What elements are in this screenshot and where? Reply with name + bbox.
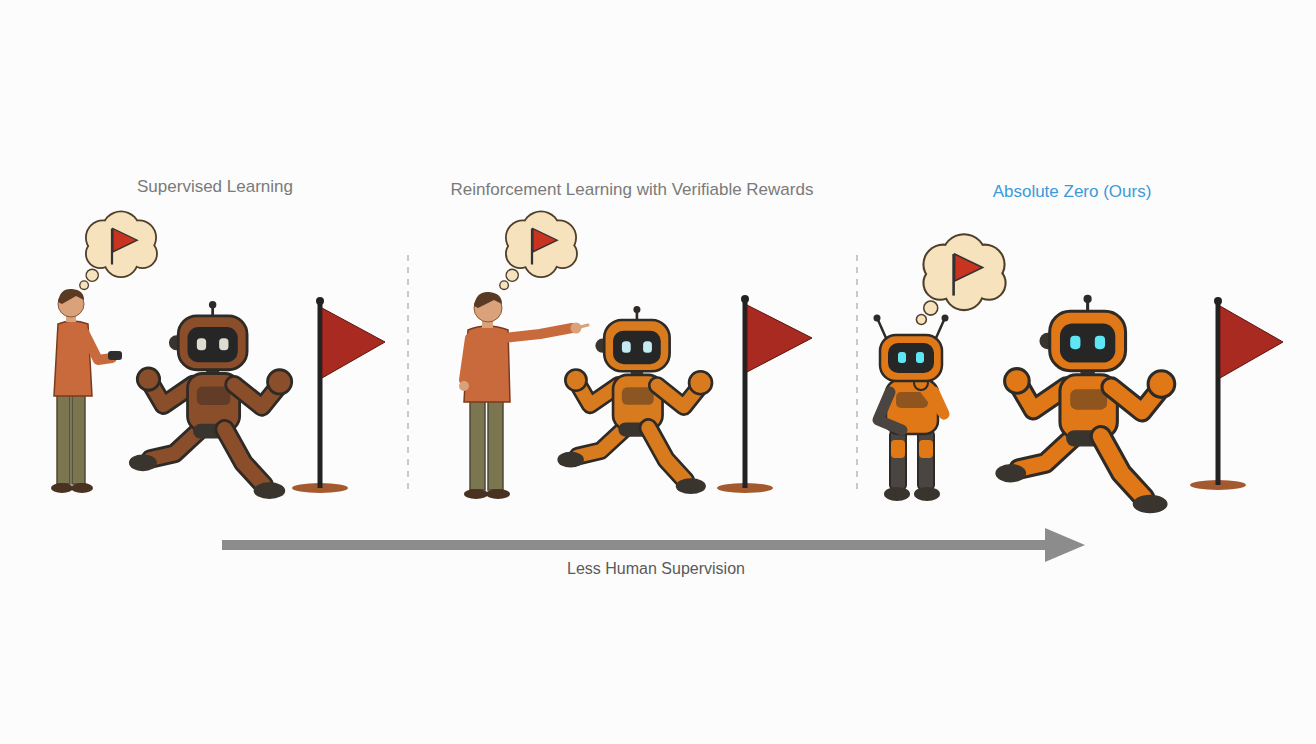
supervision-arrow [222, 528, 1085, 562]
thought-bubble [79, 211, 158, 291]
human-operator [51, 289, 122, 493]
thinking-robot [874, 315, 949, 502]
goal-flag [1190, 297, 1283, 490]
orange-robot [557, 306, 712, 494]
rusty-robot [129, 301, 292, 499]
thought-bubble [499, 211, 578, 291]
panel-heading: Absolute Zero (Ours) [993, 182, 1152, 202]
panel-heading: Reinforcement Learning with Verifiable R… [451, 180, 814, 200]
divider [407, 255, 409, 495]
goal-flag [292, 297, 385, 493]
goal-flag [717, 295, 812, 493]
axis-label: Less Human Supervision [567, 559, 745, 578]
thought-bubble [916, 233, 1007, 325]
panel-heading: Supervised Learning [137, 177, 293, 197]
orange-robot [995, 295, 1174, 513]
divider [856, 255, 858, 495]
human-supervisor [459, 292, 588, 499]
